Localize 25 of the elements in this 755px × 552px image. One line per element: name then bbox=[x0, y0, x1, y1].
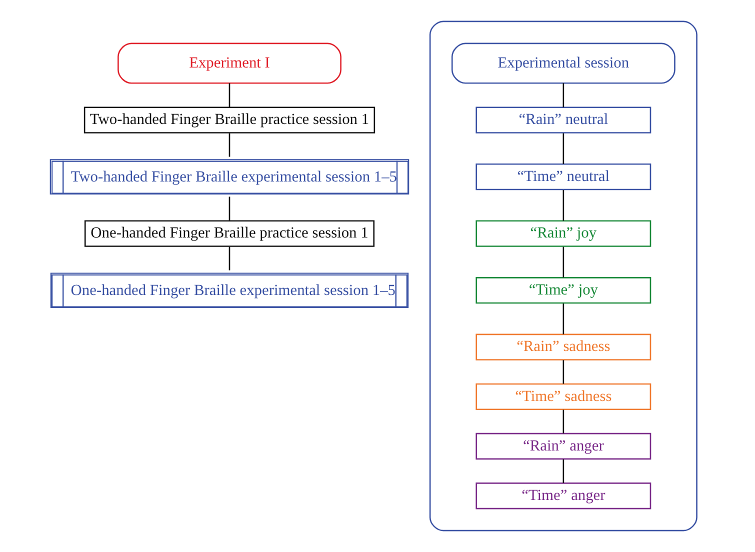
connector bbox=[562, 133, 564, 164]
cluster bbox=[428, 20, 697, 532]
connector bbox=[562, 304, 564, 334]
node-box: One-handed Finger Braille practice session 1 bbox=[84, 220, 374, 247]
connector bbox=[562, 410, 564, 434]
connector bbox=[562, 246, 564, 278]
node-box: “Time” joy bbox=[475, 277, 651, 304]
connector bbox=[562, 190, 564, 221]
connector bbox=[228, 133, 230, 157]
connector bbox=[228, 83, 230, 108]
node-box: “Time” sadness bbox=[475, 383, 651, 410]
connector bbox=[228, 196, 230, 221]
connector bbox=[562, 360, 564, 384]
node-box: “Rain” sadness bbox=[475, 334, 651, 360]
node-box: Two-handed Finger Braille practice session 1 bbox=[83, 106, 375, 134]
node-box: Experiment I bbox=[117, 42, 341, 84]
node-box: “Rain” neutral bbox=[475, 106, 651, 134]
connector bbox=[228, 246, 230, 270]
connector bbox=[562, 459, 564, 483]
node-box: Experimental session bbox=[450, 42, 675, 84]
node-box: “Time” anger bbox=[475, 482, 651, 510]
node-box: “Rain” anger bbox=[475, 432, 651, 460]
node-box: “Time” neutral bbox=[475, 163, 651, 190]
connector bbox=[562, 83, 564, 108]
node-box: “Rain” joy bbox=[475, 220, 651, 247]
